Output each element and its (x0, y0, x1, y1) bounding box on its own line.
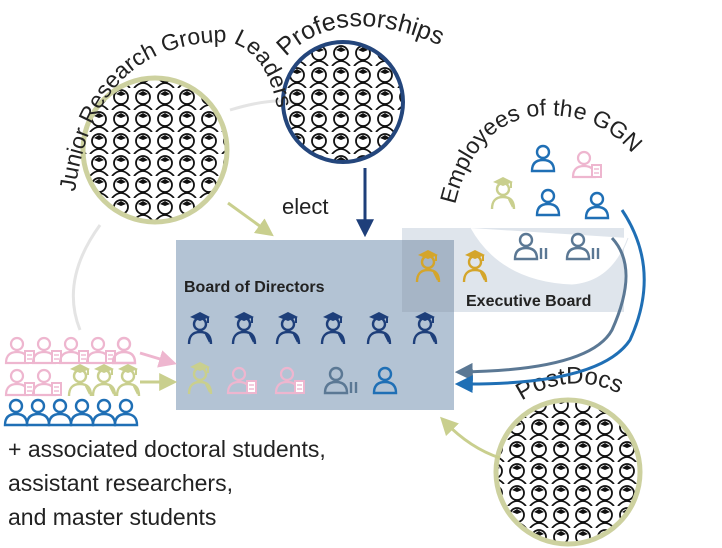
employees-arc (469, 227, 629, 286)
professorships-circle (281, 40, 405, 164)
pink-group-arrow (139, 350, 177, 368)
employees-arrow-doctoral (454, 209, 646, 394)
employees-label: Employees of the GGN (435, 94, 648, 206)
doctoral-group (3, 398, 139, 427)
associated-line-1: + associated doctoral students, (8, 436, 326, 462)
doctoral-person-icon (530, 144, 556, 173)
executive-board-title: Executive Board (466, 293, 591, 310)
mixed-group (4, 362, 141, 398)
doctoral-person-icon (535, 188, 561, 217)
elect-label: elect (282, 194, 328, 219)
background-curve-left (71, 224, 102, 331)
junior-leaders-arrow (227, 201, 274, 237)
employees-arrow-staff (454, 236, 628, 381)
associated-line-3: and master students (8, 504, 217, 530)
pink-group (4, 336, 137, 365)
postdocs-arrow (440, 416, 501, 460)
doctoral-person-icon (584, 191, 610, 220)
associated-line-2: assistant researchers, (8, 470, 233, 496)
olive-professor-icon (490, 175, 516, 211)
junior-leaders-circle (80, 75, 230, 225)
board-of-directors-title: Board of Directors (184, 279, 325, 296)
pink-staff-icon (571, 150, 603, 179)
postdocs-circle (493, 397, 643, 547)
